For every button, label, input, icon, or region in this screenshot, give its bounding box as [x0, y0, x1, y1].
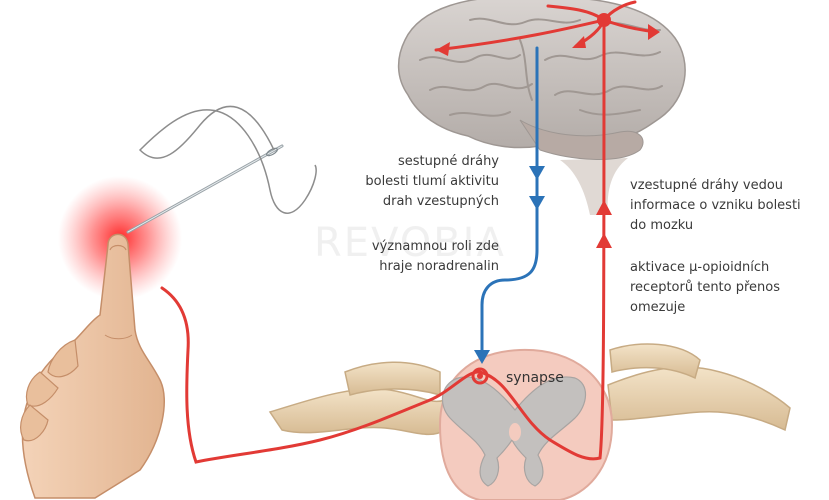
label-line: informace o vzniku bolesti [630, 198, 801, 213]
label-line: omezuje [630, 300, 686, 315]
label-line: vzestupné dráhy vedou [630, 178, 784, 193]
label-line: bolesti tlumí aktivitu [365, 174, 499, 189]
watermark: REVOBIA [314, 220, 506, 266]
label-synapse: synapse [506, 370, 564, 386]
needle-illustration [126, 105, 317, 234]
label-line: sestupné dráhy [398, 154, 499, 169]
label-line: hraje noradrenalin [379, 259, 499, 274]
label-line: do mozku [630, 218, 694, 233]
label-line: receptorů tento přenos [630, 280, 781, 295]
label-line: významnou roli zde [371, 239, 499, 254]
label-line: drah vzestupných [382, 194, 499, 209]
brain-illustration [397, 0, 686, 215]
label-opioid-receptors: aktivace µ-opioidních receptorů tento př… [630, 258, 780, 318]
descending-arrowheads [474, 166, 545, 364]
label-descending-pathways: sestupné dráhy bolesti tlumí aktivitu dr… [365, 152, 499, 212]
label-ascending-pathways: vzestupné dráhy vedou informace o vzniku… [630, 176, 801, 236]
label-line: aktivace µ-opioidních [630, 260, 770, 275]
label-noradrenalin: významnou roli zde hraje noradrenalin [372, 237, 499, 277]
descending-pathway [480, 46, 539, 354]
spinal-cord-illustration [268, 343, 791, 500]
hand-illustration [20, 176, 182, 499]
ascending-arrowheads [436, 13, 660, 385]
